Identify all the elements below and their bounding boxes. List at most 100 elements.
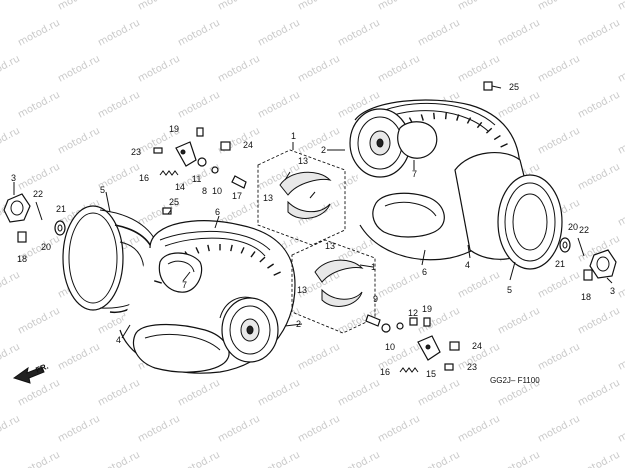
callout-13-a: 13	[298, 156, 308, 166]
callout-21-left: 21	[56, 204, 66, 214]
watermark-text: motod.ru	[56, 341, 102, 372]
watermark-text: motod.ru	[616, 269, 625, 300]
watermark-text: motod.ru	[256, 377, 302, 408]
watermark-text: motod.ru	[16, 449, 62, 468]
watermark-text: motod.ru	[576, 377, 622, 408]
left-bolt	[17, 231, 27, 243]
callout-18-left: 18	[17, 254, 27, 264]
callout-10-left: 10	[212, 186, 222, 196]
callout-7-right: 7	[412, 169, 417, 179]
watermark-text: motod.ru	[536, 0, 582, 13]
callout-7-left: 7	[182, 280, 187, 290]
tread-mark	[433, 112, 436, 120]
callout-9: 9	[373, 294, 378, 304]
callout-labels: 1 1 2 2 3 3 4 4 5 5 6 6 7 7 8 9 10 10 11…	[11, 82, 615, 379]
watermark-text: motod.ru	[616, 413, 625, 444]
watermark-text: motod.ru	[296, 341, 342, 372]
callout-20-right: 20	[568, 222, 578, 232]
callout-2-left: 2	[296, 319, 301, 329]
callout-12: 12	[408, 308, 418, 318]
watermark-text: motod.ru	[576, 89, 622, 120]
tread-mark	[259, 256, 266, 263]
front-direction-arrow	[12, 366, 45, 384]
tread-mark	[230, 244, 233, 252]
watermark-text: motod.ru	[376, 0, 422, 13]
watermark-text: motod.ru	[456, 0, 502, 13]
watermark-text: motod.ru	[96, 89, 142, 120]
callout-16-left: 16	[139, 173, 149, 183]
watermark-text: motod.ru	[216, 53, 262, 84]
right-bulb-cover	[397, 121, 438, 159]
watermark-text: motod.ru	[576, 161, 622, 192]
callout-17: 17	[232, 191, 242, 201]
tread-mark	[240, 247, 245, 254]
watermark-text: motod.ru	[176, 377, 222, 408]
watermark-text: motod.ru	[576, 305, 622, 336]
callout-13-b: 13	[263, 193, 273, 203]
watermark-text: motod.ru	[136, 0, 182, 13]
brake-shoe-set-lower	[291, 239, 376, 334]
watermark-text: motod.ru	[256, 449, 302, 468]
callout-5-right: 5	[507, 285, 512, 295]
watermark-text: motod.ru	[16, 305, 62, 336]
watermark-text: motod.ru	[496, 305, 542, 336]
callout-22-right: 22	[579, 225, 589, 235]
watermark-text: motod.ru	[0, 125, 22, 156]
watermark-text: motod.ru	[296, 53, 342, 84]
right-brake-arm	[417, 335, 441, 361]
watermark-text: motod.ru	[216, 125, 262, 156]
right-wheel-rim	[454, 152, 563, 270]
tread-mark	[195, 247, 200, 254]
watermark-text: motod.ru	[336, 377, 382, 408]
tread-mark	[273, 271, 281, 276]
callout-19-left: 19	[169, 124, 179, 134]
watermark-text: motod.ru	[216, 413, 262, 444]
watermark-text: motod.ru	[416, 377, 462, 408]
callout-14: 14	[175, 182, 185, 192]
watermark-text: motod.ru	[56, 413, 102, 444]
watermark-text: motod.ru	[0, 413, 22, 444]
watermark-text: motod.ru	[0, 53, 22, 84]
leader-lines	[13, 85, 613, 339]
callout-13-d: 13	[297, 285, 307, 295]
callout-25-right: 25	[509, 82, 519, 92]
right-mudguard	[372, 192, 445, 238]
watermark-text: motod.ru	[616, 341, 625, 372]
watermark-text: motod.ru	[616, 125, 625, 156]
diagram-code: GG2J– F1100	[490, 376, 540, 385]
right-spring	[399, 367, 419, 373]
callout-6-left: 6	[215, 207, 220, 217]
watermark-text: motod.ru	[536, 341, 582, 372]
watermark-text: motod.ru	[0, 341, 22, 372]
callout-13-c: 13	[325, 241, 335, 251]
watermark-text: motod.ru	[376, 413, 422, 444]
watermark-text: motod.ru	[56, 125, 102, 156]
right-washer	[559, 237, 571, 253]
tread-mark	[420, 114, 424, 121]
callout-25-left: 25	[169, 197, 179, 207]
watermark-text: motod.ru	[16, 161, 62, 192]
watermark-text: motod.ru	[336, 17, 382, 48]
left-brake-drum	[219, 296, 279, 363]
callout-23-left: 23	[131, 147, 141, 157]
left-mudguard	[133, 323, 230, 373]
right-small-parts	[365, 81, 493, 371]
watermark-text: motod.ru	[96, 377, 142, 408]
front-direction-label: FR.	[34, 362, 49, 375]
tread-mark	[493, 134, 501, 141]
callout-6-right: 6	[422, 267, 427, 277]
watermark-text: motod.ru	[0, 0, 22, 13]
callout-4-left: 4	[116, 335, 121, 345]
watermark-text: motod.ru	[216, 0, 262, 13]
tread-mark	[456, 114, 460, 121]
tread-mark	[267, 263, 275, 269]
tread-mark	[444, 112, 447, 120]
left-small-parts	[153, 127, 247, 215]
watermark-text: motod.ru	[616, 53, 625, 84]
left-spring	[159, 170, 179, 176]
watermark-text: motod.ru	[256, 17, 302, 48]
watermark-text: motod.ru	[136, 413, 182, 444]
callout-4-right: 4	[465, 260, 470, 270]
callout-1-lower: 1	[371, 262, 376, 272]
